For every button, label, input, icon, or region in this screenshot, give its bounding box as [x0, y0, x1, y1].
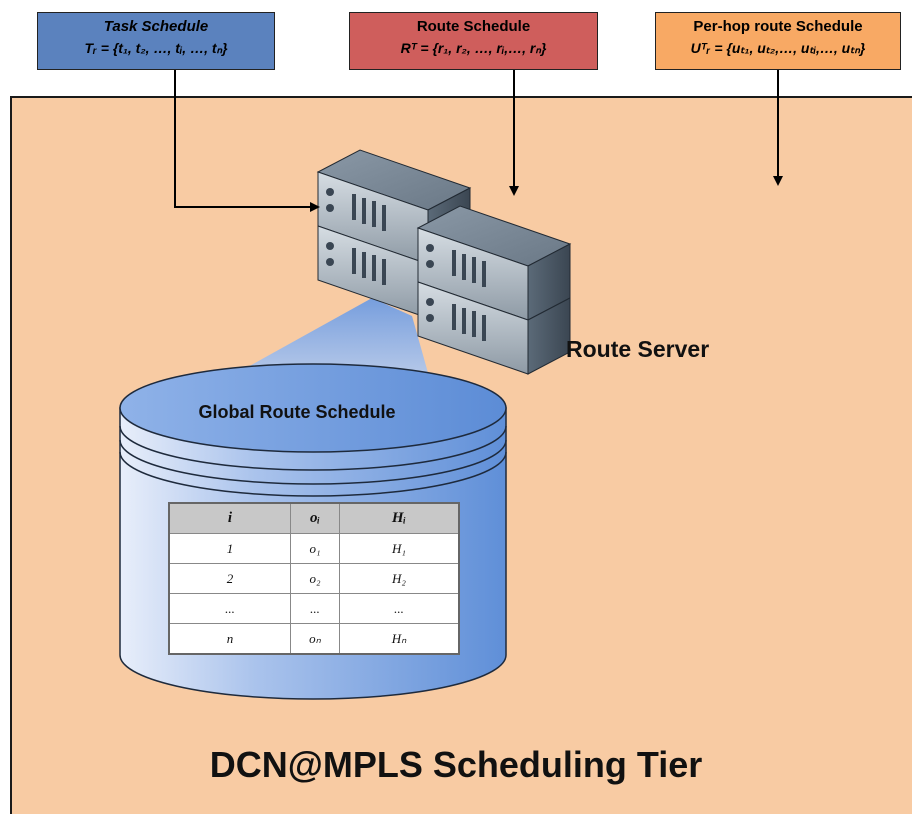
table-cell: ... [168, 593, 291, 624]
table-cell: H₁ [339, 533, 460, 564]
table-header-i: i [168, 502, 291, 534]
table-row: 1 o₁ H₁ [168, 533, 460, 564]
table-cell: H₂ [339, 563, 460, 594]
global-route-schedule-title: Global Route Schedule [198, 402, 396, 422]
table-row: ... ... ... [168, 593, 460, 624]
task-schedule-title: Task Schedule [103, 18, 209, 35]
table-cell: o₂ [290, 563, 340, 594]
task-schedule-formula: Tᵣ = {t₁, t₂, …, tᵢ, …, tₙ} [84, 40, 228, 56]
perhop-schedule-box: Per-hop route Schedule Uᵀᵣ = {uₜ₁, uₜ₂,…… [655, 12, 901, 70]
table-row: 2 o₂ H₂ [168, 563, 460, 594]
table-header-row: i oᵢ Hᵢ [168, 502, 460, 534]
route-server-icon [316, 149, 572, 375]
table-row: n oₙ Hₙ [168, 623, 460, 655]
table-cell: ... [339, 593, 460, 624]
table-cell: Hₙ [339, 623, 460, 655]
route-schedule-formula: Rᵀ = {r₁, r₂, …, rᵢ,…, rₙ} [400, 40, 547, 56]
table-header-h: Hᵢ [339, 502, 460, 534]
perhop-schedule-title: Per-hop route Schedule [693, 18, 863, 35]
perhop-schedule-formula: Uᵀᵣ = {uₜ₁, uₜ₂,…, uₜᵢ,…, uₜₙ} [690, 40, 866, 56]
route-server-label: Route Server [566, 336, 710, 362]
table-cell: n [168, 623, 291, 655]
table-cell: 1 [168, 533, 291, 564]
table-cell: ... [290, 593, 340, 624]
task-schedule-box: Task Schedule Tᵣ = {t₁, t₂, …, tᵢ, …, tₙ… [37, 12, 275, 70]
table-cell: oₙ [290, 623, 340, 655]
table-header-o: oᵢ [290, 502, 340, 534]
task-schedule-arrow [174, 70, 320, 212]
route-schedule-title: Route Schedule [416, 18, 531, 35]
table-cell: o₁ [290, 533, 340, 564]
global-route-table: i oᵢ Hᵢ 1 o₁ H₁ 2 o₂ H₂ ... ... ... n oₙ… [168, 502, 460, 655]
table-cell: 2 [168, 563, 291, 594]
scheduling-tier-title: DCN@MPLS Scheduling Tier [209, 744, 703, 785]
route-schedule-box: Route Schedule Rᵀ = {r₁, r₂, …, rᵢ,…, rₙ… [349, 12, 598, 70]
